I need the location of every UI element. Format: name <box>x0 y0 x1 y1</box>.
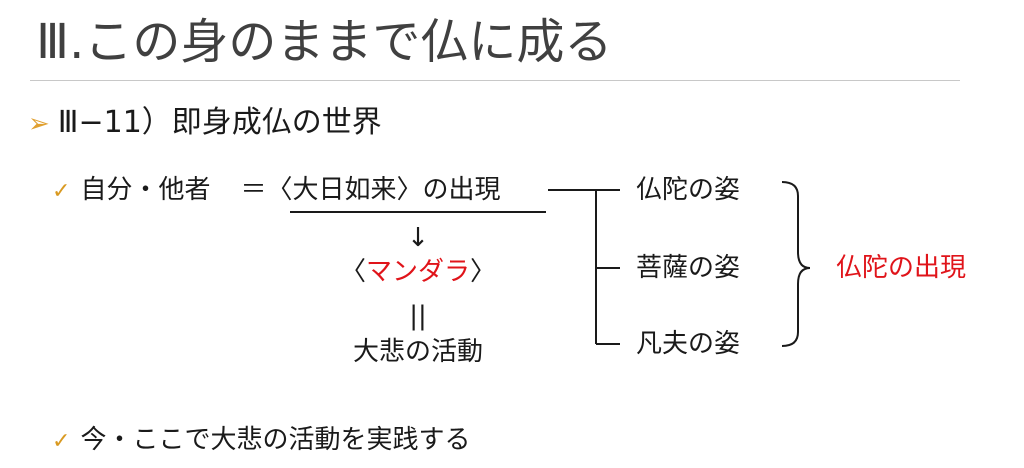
arrow-bullet-icon: ➢ <box>28 109 50 139</box>
buddha-appearance-result: 仏陀の出現 <box>836 253 967 283</box>
title-divider <box>30 80 960 81</box>
dainichi-appearance-label: ＝〈大日如来〉の出現 <box>240 175 501 205</box>
identity-row: ✓ 自分・他者 ＝〈大日如来〉の出現 <box>52 168 500 214</box>
checkmark-icon: ✓ <box>52 179 71 204</box>
down-arrow: ↓ <box>407 223 429 253</box>
great-compassion-activity: 大悲の活動 <box>352 337 483 367</box>
bracket-open: 〈 <box>339 257 366 287</box>
checkmark-icon: ✓ <box>52 429 71 454</box>
branch-bodhisattva-form: 菩薩の姿 <box>636 253 741 283</box>
mandala-label: 〈マンダラ〉 <box>318 252 518 292</box>
branch-ordinary-form: 凡夫の姿 <box>636 329 741 359</box>
right-brace <box>781 181 811 347</box>
vertical-equals: || <box>409 301 427 331</box>
self-other-label: 自分・他者 <box>80 175 211 205</box>
mandala-text: マンダラ <box>365 257 470 287</box>
section-heading: ➢Ⅲ−11）即身成仏の世界 <box>28 100 382 147</box>
branch-buddha-form: 仏陀の姿 <box>636 175 741 205</box>
underline <box>290 211 546 213</box>
bracket-close: 〉 <box>470 257 497 287</box>
slide-title: Ⅲ.この身のままで仏に成る <box>36 14 613 70</box>
section-heading-text: Ⅲ−11）即身成仏の世界 <box>57 105 382 140</box>
practice-text: 今・ここで大悲の活動を実践する <box>80 425 471 455</box>
practice-bullet: ✓ 今・ここで大悲の活動を実践する <box>52 418 470 464</box>
